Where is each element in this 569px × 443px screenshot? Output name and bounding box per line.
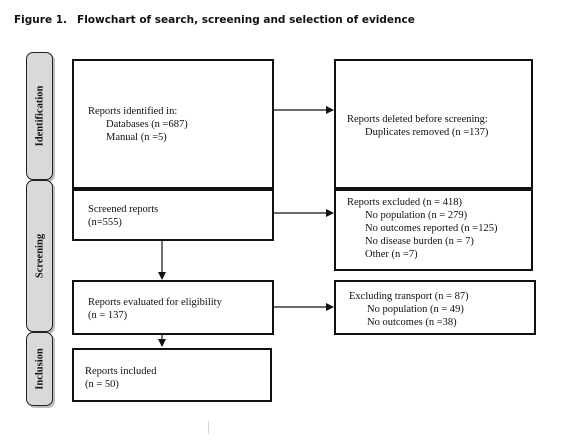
screened-label: Screened reports [88, 204, 159, 215]
box-excluding-transport: Excluding transport (n = 87) No populati… [334, 280, 536, 335]
figure-title: Figure 1. Flowchart of search, screening … [14, 14, 415, 26]
identified-heading: Reports identified in: [88, 106, 178, 117]
transport-heading: Excluding transport (n = 87) [349, 291, 469, 302]
stage-inclusion: Inclusion [26, 332, 53, 406]
stage-screening-label: Screening [34, 233, 45, 279]
eligibility-label: Reports evaluated for eligibility [88, 297, 222, 308]
stage-identification: Identification [26, 52, 53, 180]
excluded-heading: Reports excluded (n = 418) [347, 197, 462, 208]
box-reports-excluded: Reports excluded (n = 418) No population… [334, 189, 533, 271]
box-reports-eligibility: Reports evaluated for eligibility (n = 1… [72, 280, 274, 335]
box-reports-included: Reports included (n = 50) [72, 348, 272, 402]
figure-number: Figure 1. [14, 14, 68, 26]
transport-no-population: No population (n = 49) [367, 304, 464, 315]
excluded-no-disease-burden: No disease burden (n = 7) [365, 236, 474, 247]
figure-caption: Flowchart of search, screening and selec… [77, 14, 415, 26]
included-count: (n = 50) [85, 379, 119, 390]
box-reports-identified: Reports identified in: Databases (n =687… [72, 59, 274, 189]
transport-no-outcomes: No outcomes (n =38) [367, 317, 457, 328]
box-reports-deleted: Reports deleted before screening: Duplic… [334, 59, 533, 189]
box-screened-reports: Screened reports (n=555) [72, 189, 274, 241]
identified-databases: Databases (n =687) [106, 119, 188, 130]
stage-identification-label: Identification [34, 85, 45, 147]
included-label: Reports included [85, 366, 157, 377]
deleted-heading: Reports deleted before screening: [347, 114, 488, 125]
deleted-duplicates: Duplicates removed (n =137) [365, 127, 489, 138]
excluded-no-population: No population (n = 279) [365, 210, 468, 221]
excluded-no-outcomes: No outcomes reported (n =125) [365, 223, 498, 234]
identified-manual: Manual (n =5) [106, 132, 167, 143]
eligibility-count: (n = 137) [88, 310, 128, 321]
stage-screening: Screening [26, 180, 53, 332]
excluded-other: Other (n =7) [365, 249, 418, 260]
faint-divider [208, 421, 209, 434]
stage-inclusion-label: Inclusion [34, 348, 45, 390]
screened-count: (n=555) [88, 217, 122, 228]
